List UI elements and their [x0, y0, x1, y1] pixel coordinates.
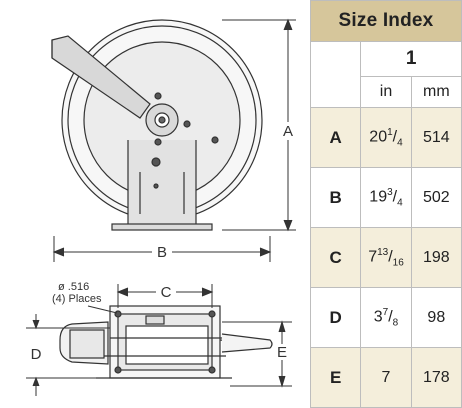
- dimension-c-label: C: [161, 284, 172, 301]
- row-label: C: [309, 227, 362, 288]
- corner-cell: [309, 41, 362, 108]
- table-title: Size Index: [310, 0, 462, 42]
- size-group-header: 1: [360, 41, 462, 77]
- inch-value: 201/4: [360, 107, 412, 168]
- hole-leader-line: [87, 305, 118, 314]
- reel-base-view: [59, 305, 273, 379]
- dimension-d: [26, 314, 110, 396]
- dimension-e: [222, 320, 292, 388]
- mm-value: 98: [410, 287, 462, 348]
- table-row: B 193/4 502: [309, 167, 462, 228]
- dimension-a-label: A: [283, 123, 293, 140]
- dimension-b-label: B: [157, 244, 167, 261]
- hole-count-note: (4) Places: [52, 293, 102, 305]
- reel-dimension-drawing: A B C ø .516 (4) Places: [26, 18, 296, 396]
- size-index-table: Size Index 1 in mm A 201/4 514 B 193/4 5…: [309, 0, 462, 408]
- table-row: D 37/8 98: [309, 287, 462, 348]
- unit-in-header: in: [360, 76, 412, 108]
- table-row: A 201/4 514: [309, 107, 462, 168]
- inch-value: 37/8: [360, 287, 412, 348]
- row-label: D: [309, 287, 362, 348]
- inch-value: 7: [360, 347, 412, 408]
- dimension-a: [222, 18, 296, 232]
- dimension-d-label: D: [31, 346, 42, 363]
- reel-front-view: [51, 19, 263, 231]
- mm-value: 502: [410, 167, 462, 228]
- mm-value: 514: [410, 107, 462, 168]
- mm-value: 178: [410, 347, 462, 408]
- table-row: E 7 178: [309, 347, 462, 408]
- row-label: A: [309, 107, 362, 168]
- hole-diameter-note: ø .516: [58, 281, 89, 293]
- row-label: B: [309, 167, 362, 228]
- row-label: E: [309, 347, 362, 408]
- dimension-e-label: E: [277, 344, 287, 361]
- unit-mm-header: mm: [410, 76, 462, 108]
- inch-value: 713/16: [360, 227, 412, 288]
- dimension-c: [116, 284, 214, 308]
- table-row: C 713/16 198: [309, 227, 462, 288]
- mm-value: 198: [410, 227, 462, 288]
- dimension-b: [52, 236, 272, 262]
- inch-value: 193/4: [360, 167, 412, 228]
